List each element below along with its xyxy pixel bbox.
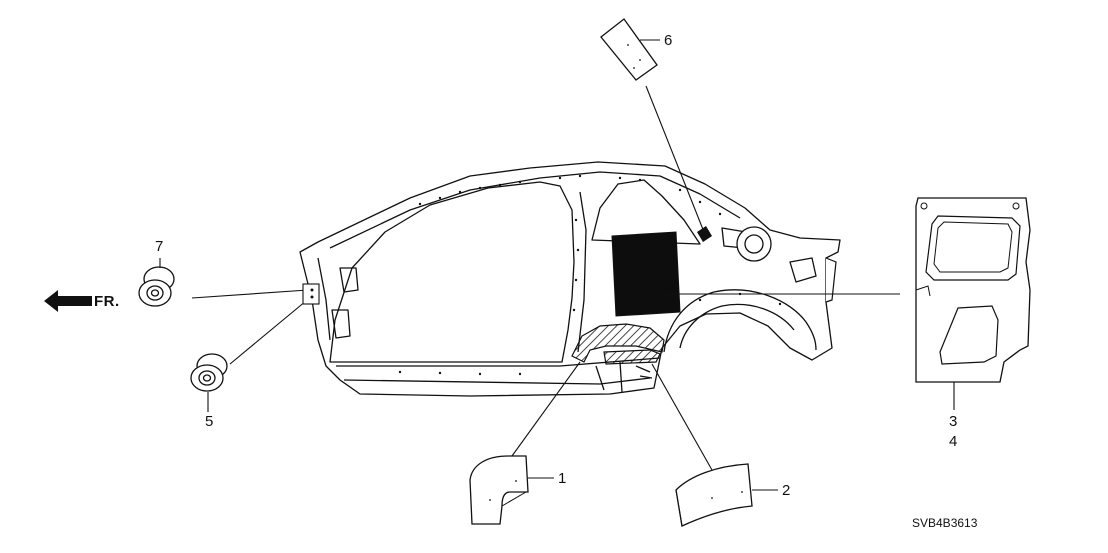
drawing-code: SVB4B3613 (912, 516, 978, 530)
front-indicator-label: FR. (94, 293, 120, 310)
insulator-cutout (939, 305, 999, 365)
front-pillar-detail (317, 257, 359, 341)
rear-flange (825, 257, 837, 303)
callout-4: 4 (949, 433, 958, 450)
leader-1 (511, 361, 581, 457)
seam-dots (398, 174, 782, 376)
sill-line-lower (343, 377, 651, 385)
leader-7 (191, 289, 309, 299)
hatched-sill-section (571, 323, 665, 363)
part-6-location (697, 226, 712, 242)
door-opening (329, 181, 575, 363)
part-2-seal (675, 463, 753, 527)
callout-7: 7 (155, 238, 164, 255)
part-3-4-insulator (915, 197, 1031, 383)
part-7-grommet (138, 266, 175, 307)
rear-wheel-arch (663, 289, 817, 353)
lower-rear-detail (595, 361, 653, 393)
callout-2: 2 (782, 482, 791, 499)
callout-6: 6 (664, 32, 673, 49)
leader-2 (651, 363, 713, 471)
callout-3: 3 (949, 413, 958, 430)
grommet-mount-plate (302, 283, 320, 305)
callout-1: 1 (558, 470, 567, 487)
part-6-pad (600, 18, 658, 81)
insulator-window (925, 215, 1021, 281)
leader-6 (645, 85, 705, 233)
part-1-seal (469, 455, 529, 525)
fuel-filler-inner (744, 234, 764, 254)
rear-wheel-arch-inner (679, 303, 795, 349)
part-5-grommet (190, 353, 228, 392)
roof-rail-inner (329, 171, 741, 249)
leader-5 (229, 295, 313, 365)
callout-5: 5 (205, 413, 214, 430)
body-side-panel (299, 161, 841, 397)
insulator-location (611, 231, 681, 317)
front-arrow-icon (44, 290, 92, 312)
hatched-sill-section-2 (603, 349, 661, 365)
b-pillar-edge (577, 191, 587, 353)
quarter-window-opening (591, 179, 701, 245)
